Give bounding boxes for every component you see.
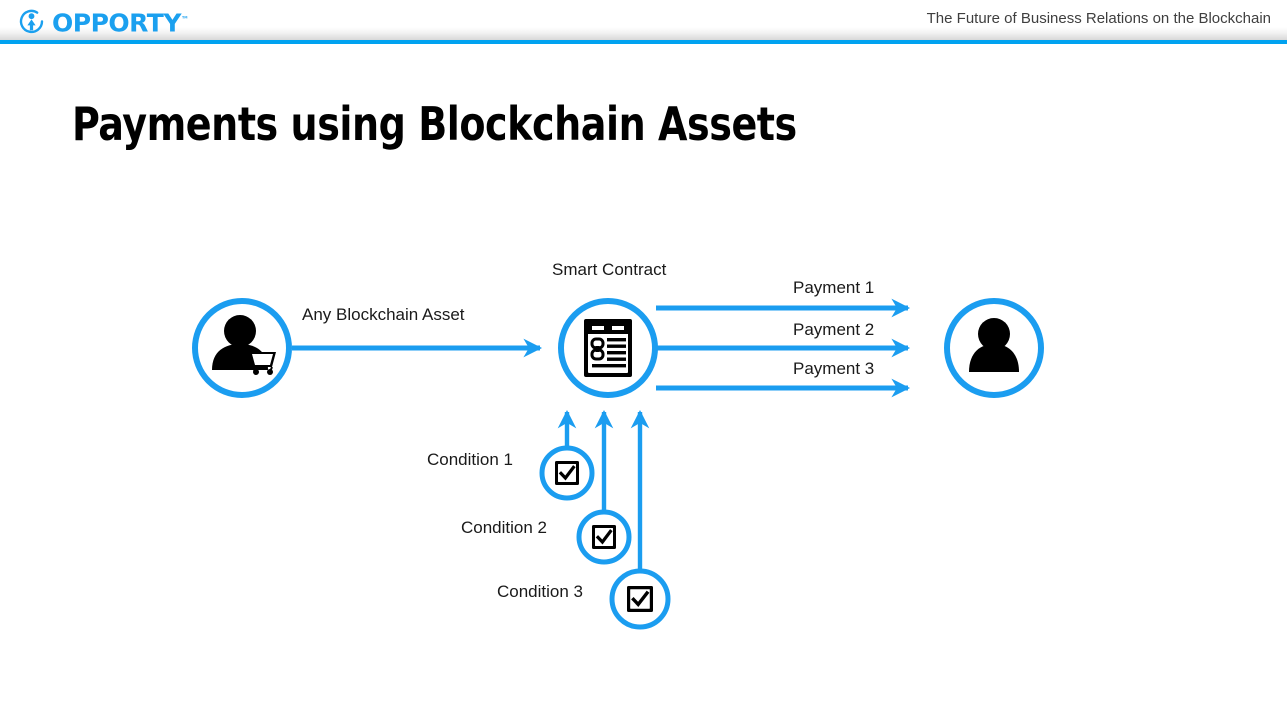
trademark-icon: ™ — [180, 14, 189, 24]
logo-wordmark-text: OPPORT — [52, 8, 164, 38]
label-condition-3: Condition 3 — [497, 582, 584, 601]
checkbox-checked-icon — [555, 461, 579, 485]
contract-document-chain-icon — [584, 319, 632, 377]
label-condition-2: Condition 2 — [461, 518, 548, 537]
logo-wordmark-tail: Y — [163, 8, 181, 38]
node-condition-3[interactable] — [609, 568, 671, 630]
page-title: Payments using Blockchain Assets — [72, 97, 797, 151]
label-any-blockchain-asset: Any Blockchain Asset — [302, 305, 465, 324]
logo-wordmark: OPPORTY™ — [52, 6, 189, 36]
label-payment-3: Payment 3 — [793, 359, 875, 378]
page-header: OPPORTY™ The Future of Business Relation… — [0, 0, 1287, 44]
node-seller[interactable] — [944, 298, 1044, 398]
person-with-shopping-cart-icon — [212, 315, 276, 375]
label-smart-contract: Smart Contract — [552, 260, 667, 279]
node-condition-1[interactable] — [539, 445, 595, 501]
label-payment-2: Payment 2 — [793, 320, 875, 339]
checkbox-checked-icon — [627, 586, 653, 612]
header-accent-rule — [0, 40, 1287, 44]
person-icon — [969, 318, 1019, 372]
person-in-circle-icon — [18, 8, 45, 35]
header-gradient-strip — [0, 27, 1287, 40]
checkbox-checked-icon — [592, 525, 616, 549]
header-tagline: The Future of Business Relations on the … — [926, 10, 1271, 27]
label-payment-1: Payment 1 — [793, 278, 875, 297]
node-buyer[interactable] — [192, 298, 292, 398]
node-smart-contract[interactable] — [558, 298, 658, 398]
node-condition-2[interactable] — [576, 509, 632, 565]
label-condition-1: Condition 1 — [427, 450, 514, 469]
opporty-logo[interactable]: OPPORTY™ — [18, 6, 189, 36]
